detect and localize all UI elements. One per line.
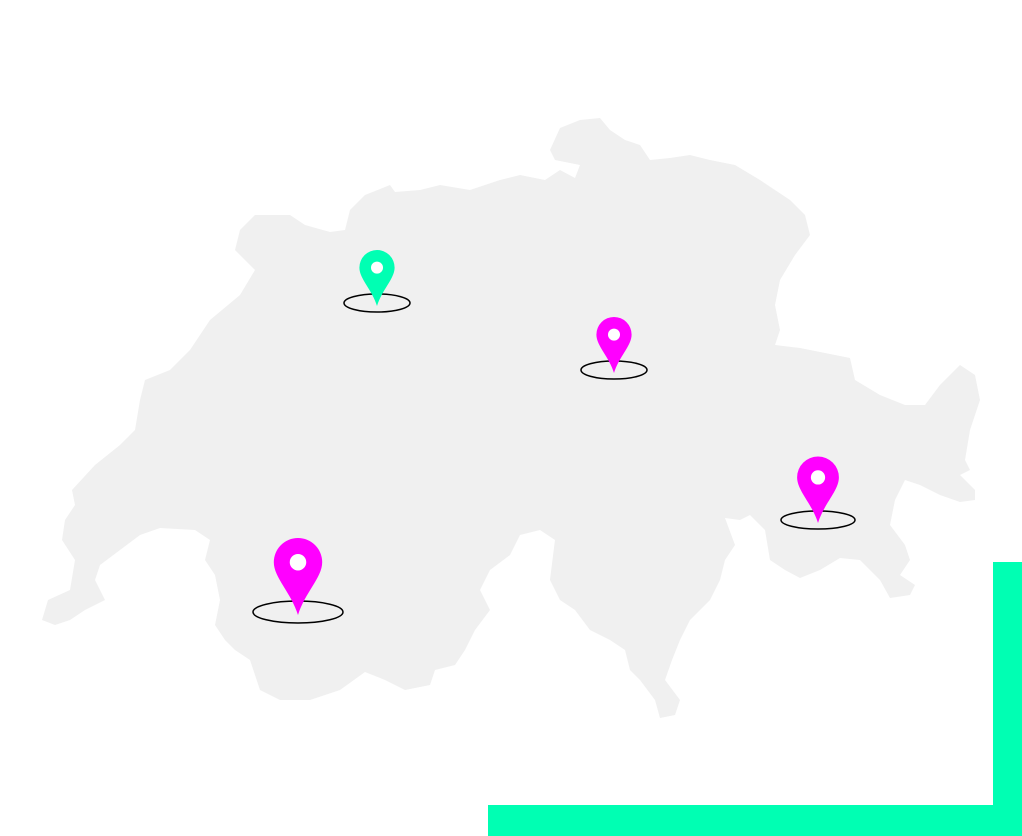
map-pin-icon <box>797 456 839 523</box>
map-pin-icon <box>273 538 323 615</box>
map-pin-south-east[interactable] <box>780 456 856 530</box>
map-pin-icon <box>596 316 632 373</box>
pin-center-dot <box>371 261 383 274</box>
country-shape <box>42 118 980 718</box>
corner-bracket-vertical <box>993 562 1022 836</box>
pin-center-dot <box>608 328 620 341</box>
map-pin-north-west[interactable] <box>343 250 411 313</box>
pin-center-dot <box>289 553 307 571</box>
map-pin-central[interactable] <box>580 316 648 380</box>
map-pin-south-west[interactable] <box>252 538 344 624</box>
pin-center-dot <box>810 470 826 485</box>
map-pin-icon <box>359 250 395 306</box>
corner-bracket-horizontal <box>488 805 1022 836</box>
